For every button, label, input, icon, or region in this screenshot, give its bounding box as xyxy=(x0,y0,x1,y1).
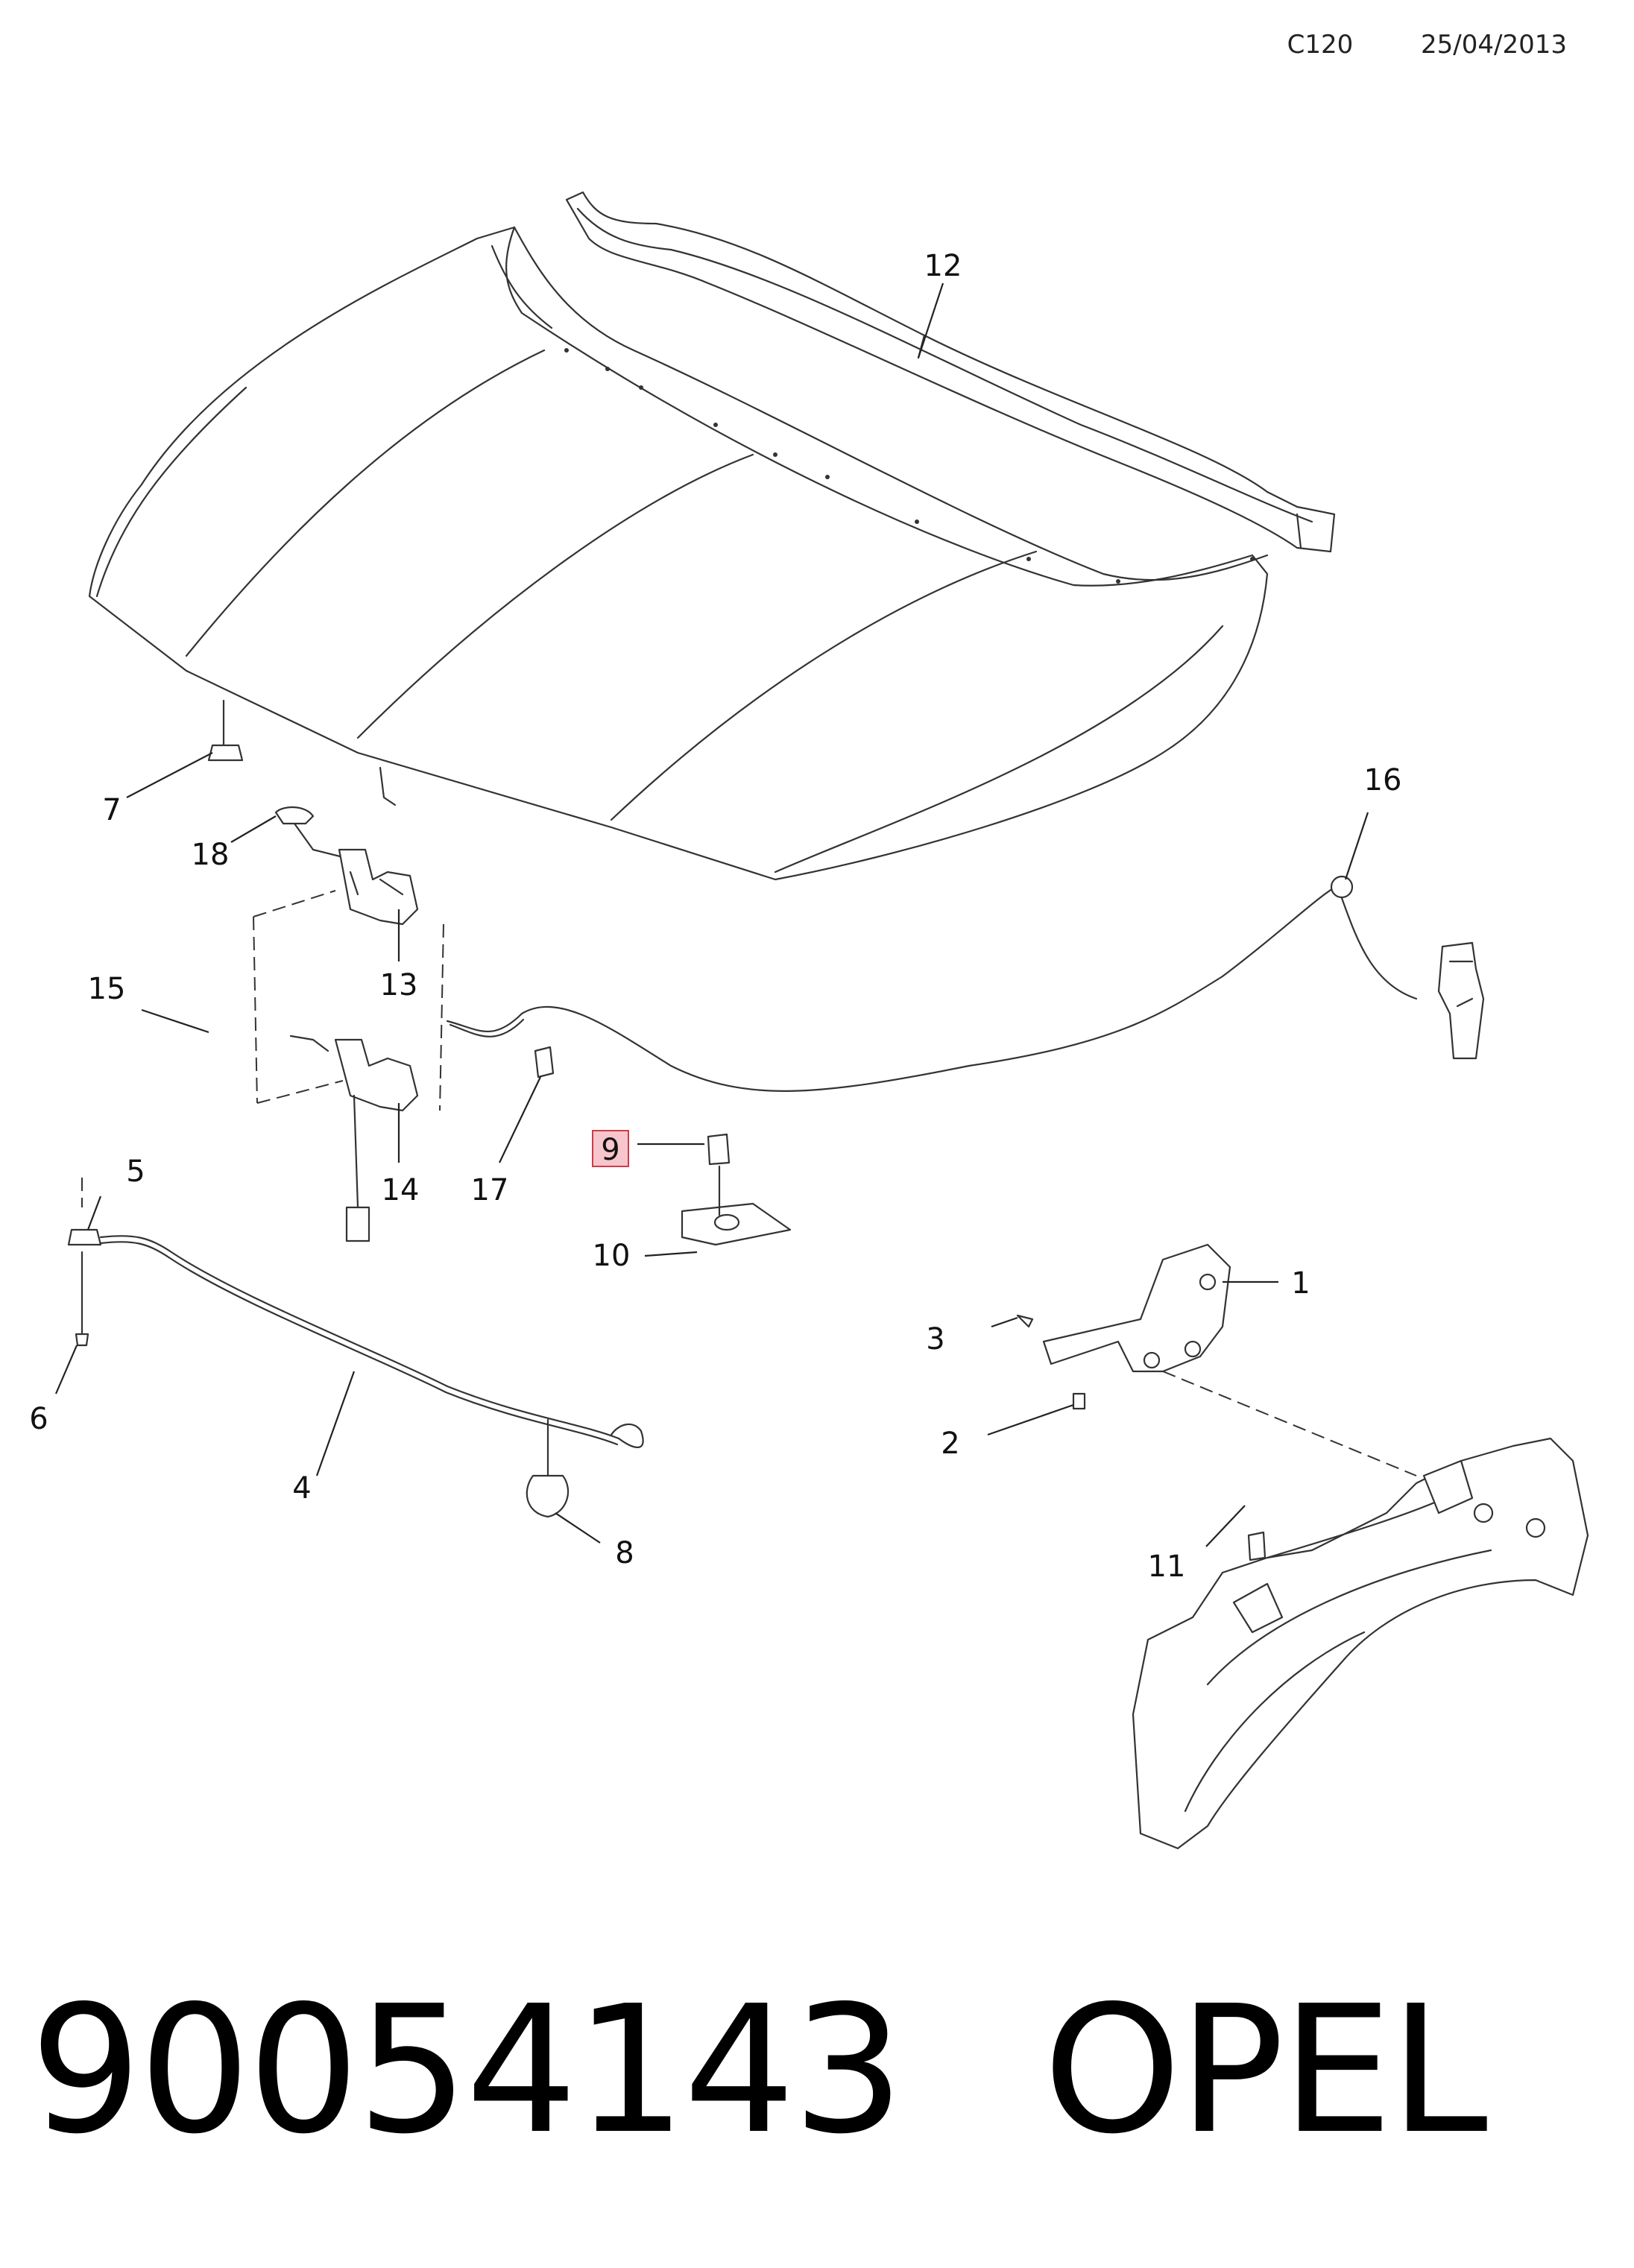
callout-labels: 12 7 18 16 13 15 9 5 14 17 10 1 3 6 2 4 … xyxy=(29,249,1401,1584)
callout-12: 12 xyxy=(924,249,962,283)
hood-hinge-part xyxy=(1016,1243,1417,1476)
hood-prop-rod xyxy=(67,1178,644,1518)
callout-11: 11 xyxy=(1148,1550,1186,1584)
callout-6: 6 xyxy=(29,1402,48,1436)
callout-18: 18 xyxy=(192,838,230,872)
callout-1: 1 xyxy=(1291,1266,1310,1301)
hood-release-cable xyxy=(446,875,1485,1092)
brand-name: OPEL xyxy=(1043,1968,1488,2173)
leader-lines xyxy=(54,282,1369,1547)
part-number: 90054143 xyxy=(30,1968,904,2173)
part-number-footer: 90054143 OPEL xyxy=(30,1968,1488,2173)
hood-panel xyxy=(88,226,1269,881)
callout-7: 7 xyxy=(102,793,121,827)
callout-4: 4 xyxy=(292,1471,311,1506)
callout-9: 9 xyxy=(601,1133,619,1167)
callout-2: 2 xyxy=(941,1427,959,1461)
callout-16: 16 xyxy=(1364,763,1402,797)
callout-3: 3 xyxy=(926,1322,944,1356)
callout-5: 5 xyxy=(126,1154,145,1189)
callout-17: 17 xyxy=(471,1173,509,1207)
diagram-date: 25/04/2013 xyxy=(1421,30,1567,60)
callout-13: 13 xyxy=(380,968,418,1002)
callout-10: 10 xyxy=(593,1239,631,1273)
parts-diagram: 12 7 18 16 13 15 9 5 14 17 10 1 3 6 2 4 … xyxy=(29,191,1589,1850)
diagram-header: C120 25/04/2013 xyxy=(1287,30,1567,60)
body-structure-panel xyxy=(1132,1437,1589,1850)
hood-bumper-part xyxy=(207,699,244,762)
hood-striker-part xyxy=(681,1133,792,1246)
diagram-code: C120 xyxy=(1287,30,1354,60)
callout-8: 8 xyxy=(615,1536,634,1570)
callout-15: 15 xyxy=(88,972,126,1006)
callout-9-highlight: 9 xyxy=(592,1130,629,1167)
callout-14: 14 xyxy=(382,1173,420,1207)
hood-latch-assembly xyxy=(253,806,444,1242)
